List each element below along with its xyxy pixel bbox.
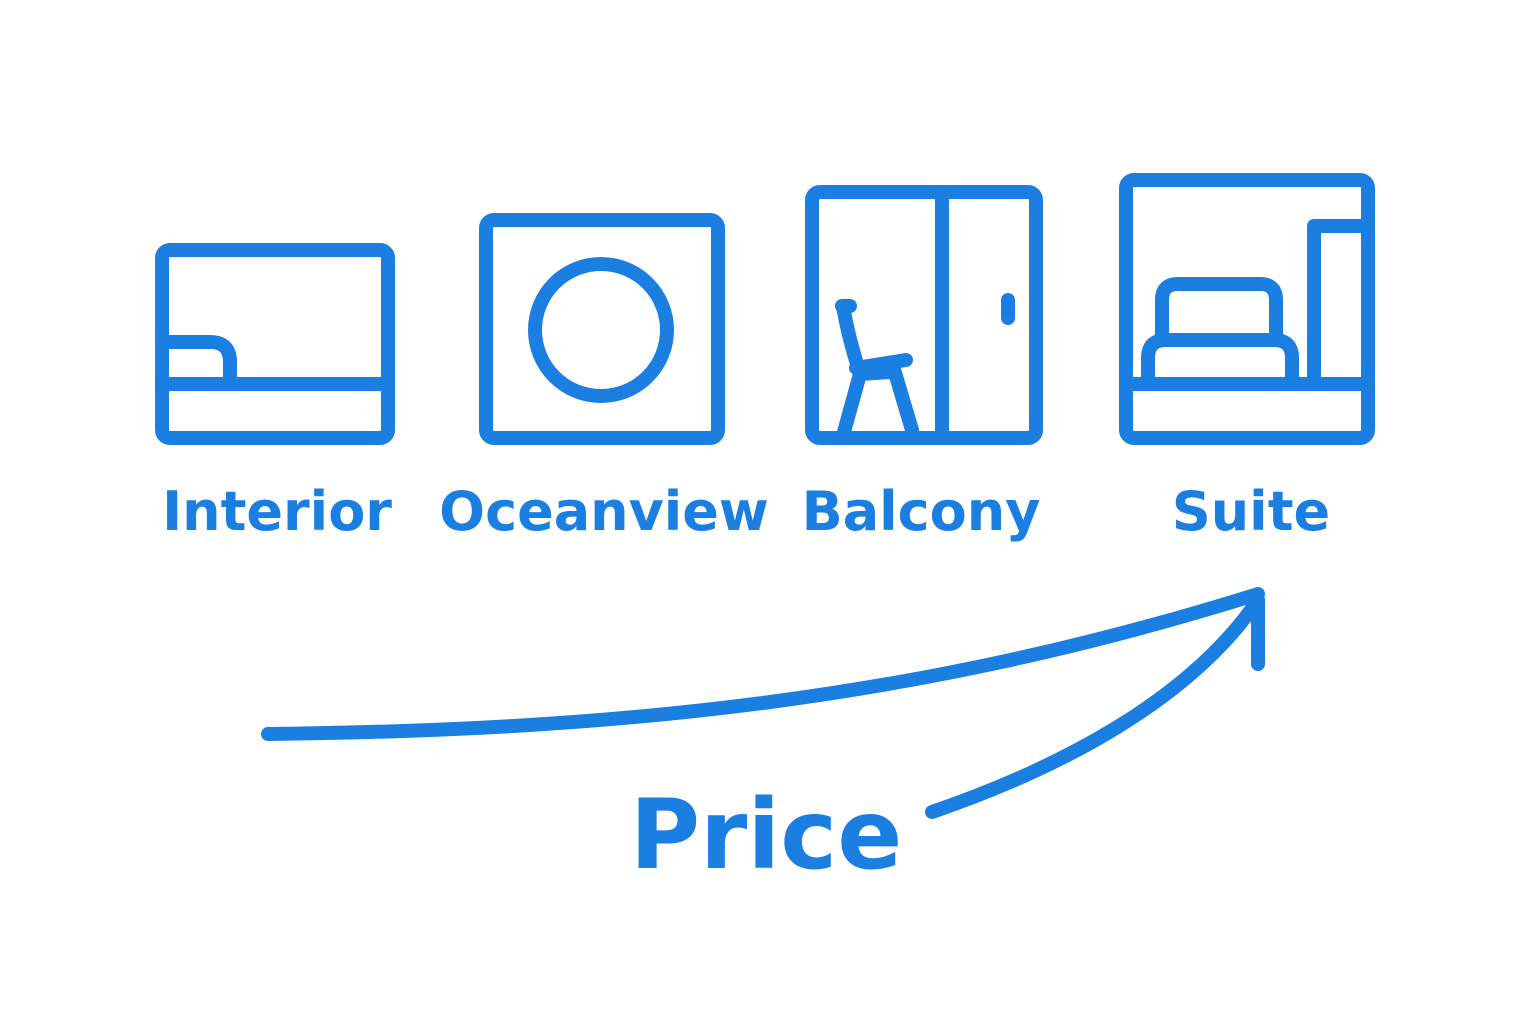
cabin-label-oceanview: Oceanview xyxy=(439,480,769,543)
chair-icon xyxy=(835,299,919,439)
interior-cabin-icon xyxy=(155,243,395,445)
porthole-window xyxy=(528,257,674,403)
cabin-label-suite: Suite xyxy=(1172,480,1330,543)
bed-icon xyxy=(1141,277,1299,383)
arrow-head xyxy=(925,593,1265,819)
arrow-up-right-icon xyxy=(261,587,1265,819)
oceanview-cabin-icon xyxy=(479,213,725,445)
cabin-label-balcony: Balcony xyxy=(802,480,1041,543)
suite-cabin-icon xyxy=(1119,173,1375,445)
price-trend-curve xyxy=(261,587,1265,741)
balcony-cabin-icon xyxy=(805,185,1043,445)
price-label: Price xyxy=(630,779,903,891)
cabin-label-interior: Interior xyxy=(162,480,392,543)
